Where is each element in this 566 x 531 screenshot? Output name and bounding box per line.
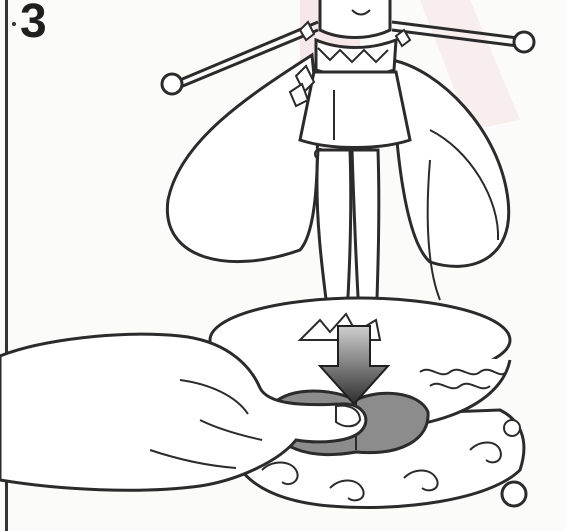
wing-left <box>167 55 317 262</box>
doll-body <box>290 0 410 159</box>
